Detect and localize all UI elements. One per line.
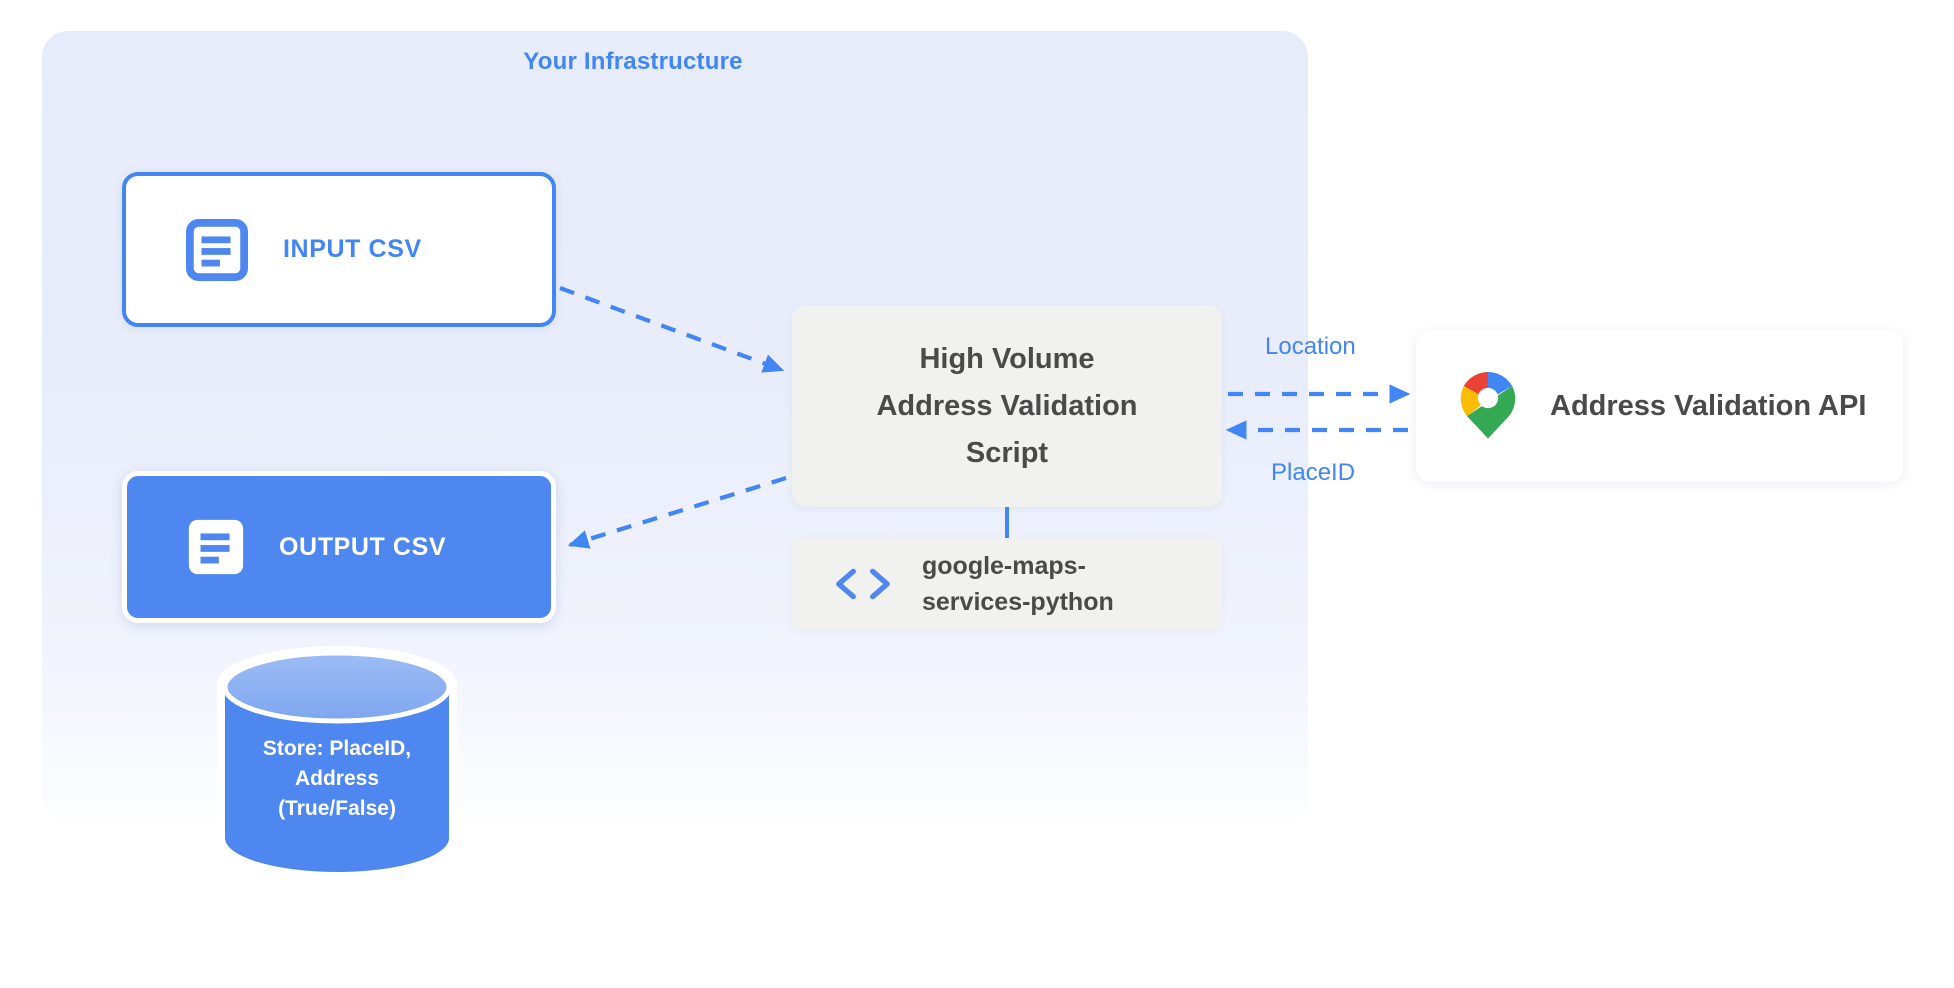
edge-label-placeid: PlaceID (1271, 459, 1356, 486)
connector-script-to-library (1005, 507, 1009, 540)
script-line-2: Address Validation (876, 389, 1138, 422)
library-line-1: google-maps- (922, 552, 1086, 580)
node-database[interactable]: Store: PlaceID, Address (True/False) (212, 646, 462, 878)
database-cylinder-icon (217, 646, 457, 878)
edge-label-location: Location (1265, 333, 1356, 360)
node-address-validation-api[interactable]: Address Validation API (1416, 330, 1903, 482)
node-output-csv[interactable]: OUTPUT CSV (122, 471, 556, 623)
document-icon (188, 519, 244, 575)
node-input-csv[interactable]: INPUT CSV (122, 172, 556, 327)
google-maps-pin-icon (1460, 372, 1516, 439)
script-line-3: Script (965, 436, 1049, 469)
node-input-csv-label: INPUT CSV (283, 235, 422, 263)
node-output-csv-label: OUTPUT CSV (279, 532, 447, 561)
node-validation-script[interactable]: High Volume Address Validation Script (792, 305, 1222, 507)
document-icon (186, 218, 248, 281)
node-api-label: Address Validation API (1550, 389, 1867, 422)
code-icon (836, 568, 890, 600)
node-library[interactable]: google-maps- services-python (792, 538, 1222, 630)
script-line-1: High Volume (919, 342, 1095, 375)
infrastructure-panel-title: Your Infrastructure (523, 48, 743, 75)
node-library-label: google-maps- services-python (922, 548, 1114, 620)
library-line-2: services-python (922, 588, 1114, 616)
